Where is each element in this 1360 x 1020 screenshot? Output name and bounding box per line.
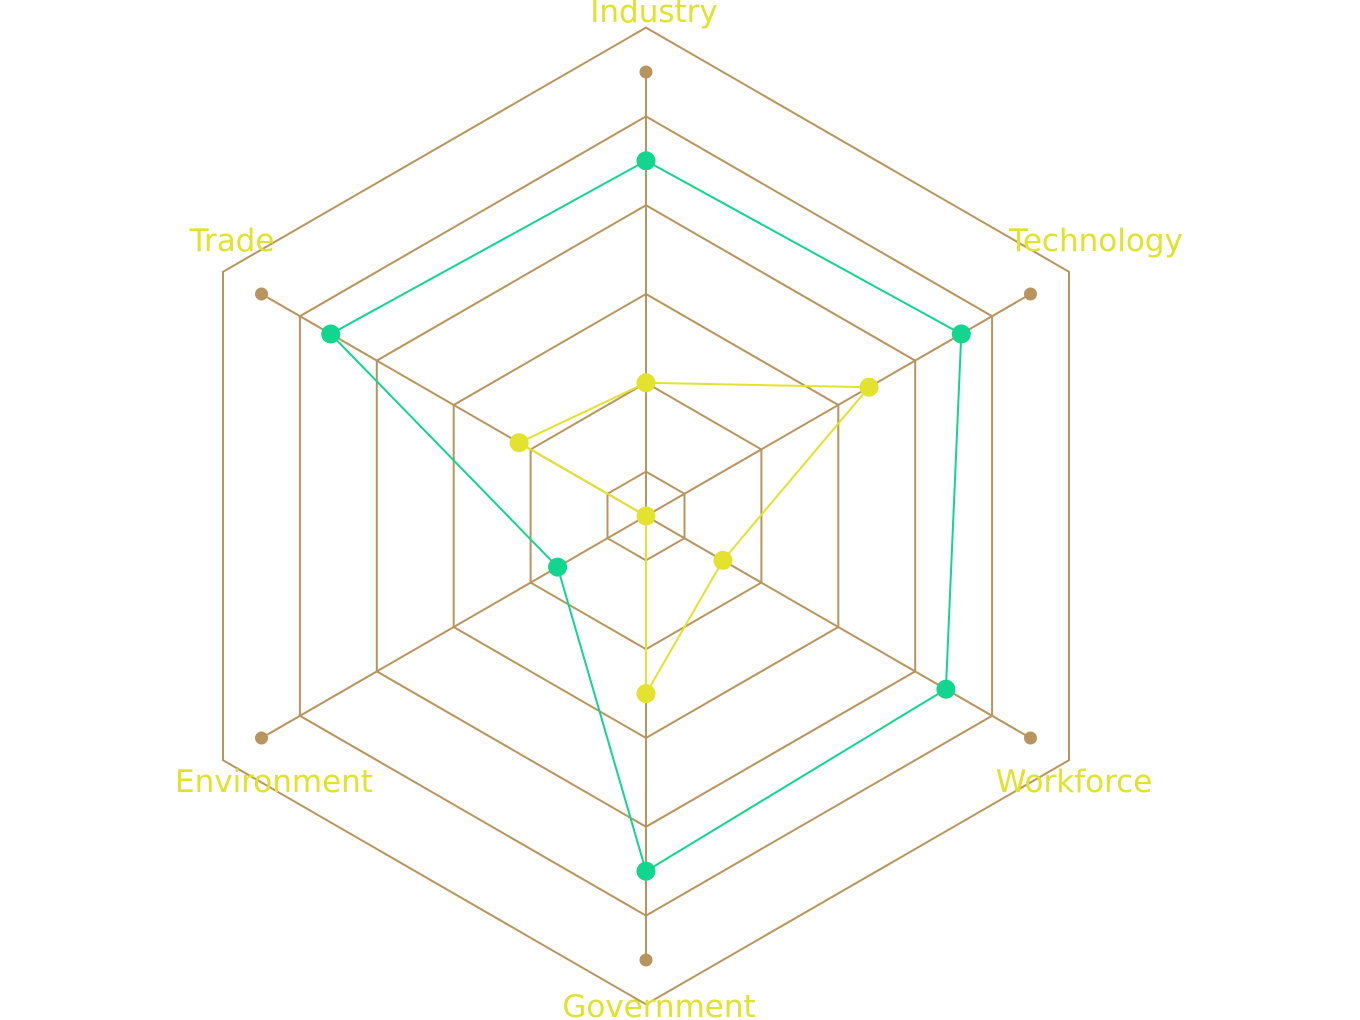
axis-label-trade: Trade [189, 223, 275, 259]
radar-series-layer [321, 151, 971, 881]
series-point [636, 373, 656, 393]
axis-labels: Industry Technology Workforce Government… [175, 0, 1183, 1020]
axis-tip-dot [255, 287, 268, 301]
series-point [936, 679, 956, 699]
series-point [636, 861, 656, 881]
series-point [713, 550, 733, 570]
series-point [859, 377, 879, 397]
axis-label-environment: Environment [175, 764, 373, 800]
series-point [951, 324, 971, 344]
axis-tip-dot [255, 731, 268, 745]
series-point [321, 324, 341, 344]
series-point [636, 506, 656, 526]
axis-spoke [260, 515, 647, 739]
axis-tip-dot [639, 65, 653, 79]
axis-spoke [645, 515, 1032, 739]
series-point [509, 433, 529, 453]
grid-ring [222, 26, 1070, 1006]
axis-label-industry: Industry [590, 0, 718, 30]
axis-tip-dot [1024, 731, 1037, 745]
axis-tip-dot [639, 953, 653, 967]
axis-label-workforce: Workforce [996, 764, 1153, 800]
axis-tip-dot [1024, 287, 1037, 301]
series-point [548, 557, 568, 577]
series-point [636, 151, 656, 171]
axis-label-government: Government [562, 989, 755, 1020]
axis-label-technology: Technology [1008, 223, 1183, 259]
series-point [636, 684, 656, 704]
series-line [516, 381, 872, 698]
